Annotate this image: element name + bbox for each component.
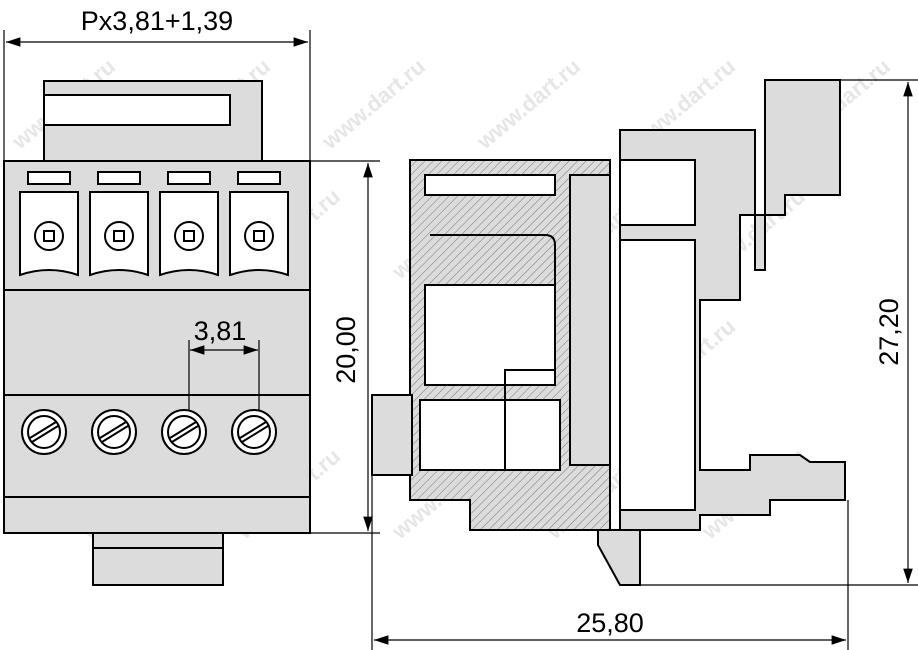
release-hole <box>174 221 204 251</box>
watermark-text: www.dart.ru <box>316 53 430 154</box>
release-hole <box>244 221 274 251</box>
release-hole <box>34 221 64 251</box>
dim-pitch: 3,81 <box>194 316 247 346</box>
watermark-text: www.dart.ru <box>471 53 585 154</box>
front-view <box>3 30 380 586</box>
dim-height-front: 20,00 <box>331 316 361 384</box>
dim-pitch-width: Px3,81+1,39 <box>81 6 233 36</box>
side-view <box>371 79 918 650</box>
dim-height-side: 27,20 <box>874 298 904 366</box>
bottom-latch <box>92 532 224 586</box>
release-hole <box>104 221 134 251</box>
dim-depth: 25,80 <box>576 608 644 638</box>
